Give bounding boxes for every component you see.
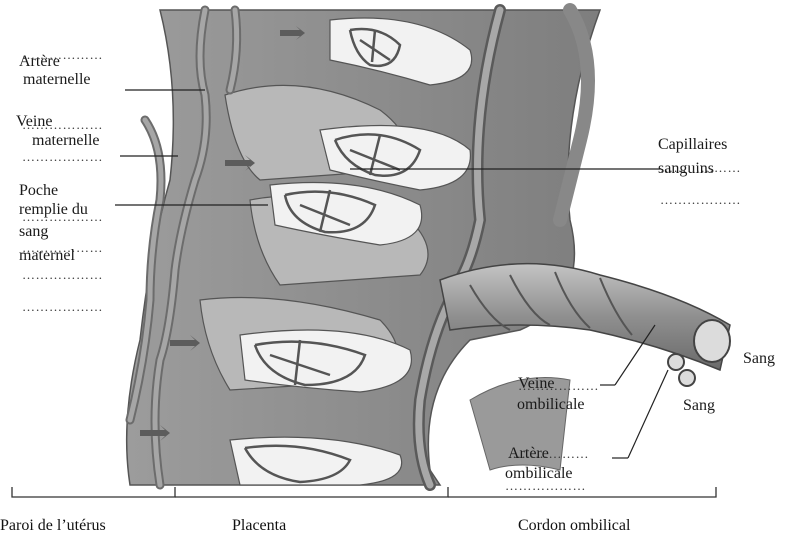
blank-line: ……………… xyxy=(22,267,103,283)
blank-line: ……………… xyxy=(660,160,741,176)
cord-artery-section xyxy=(668,354,684,370)
label-veine-maternelle-2: maternelle xyxy=(32,132,100,150)
cord-vein-section xyxy=(694,320,730,362)
label-sang-right: Sang xyxy=(743,350,775,368)
blank-line: ……………… xyxy=(22,117,103,133)
umbilical-cord xyxy=(440,264,730,370)
label-veine-ombilicale-2: ombilicale xyxy=(517,396,585,414)
blank-line: ……………… xyxy=(22,240,103,256)
blank-line: ……………… xyxy=(22,149,103,165)
blank-line: ……………… xyxy=(508,446,589,462)
blank-line: ……………… xyxy=(518,378,599,394)
section-brackets xyxy=(12,487,716,497)
label-poche-3: sang xyxy=(19,223,48,241)
label-capillaires: Capillaires xyxy=(658,136,727,154)
label-poche: Poche xyxy=(19,182,58,200)
section-label-cordon: Cordon ombilical xyxy=(518,517,630,535)
label-sang-mid: Sang xyxy=(683,397,715,415)
blank-line: ……………… xyxy=(22,47,103,63)
blank-line: ……………… xyxy=(22,299,103,315)
blank-line: ……………… xyxy=(660,192,741,208)
blank-line: ……………… xyxy=(22,209,103,225)
label-artere-maternelle-2: maternelle xyxy=(23,71,91,89)
section-label-placenta: Placenta xyxy=(232,517,286,535)
section-label-uterus: Paroi de l’utérus xyxy=(0,517,106,535)
blank-line: ……………… xyxy=(505,478,586,494)
cord-artery-section xyxy=(679,370,695,386)
